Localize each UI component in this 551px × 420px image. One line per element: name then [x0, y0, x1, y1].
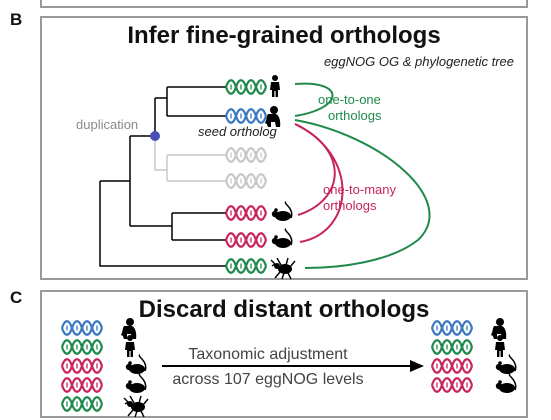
insect-icon [270, 257, 296, 280]
one-to-one-label-line1: one-to-one [318, 92, 381, 107]
mouse-icon [125, 373, 147, 394]
panel-c-letter: C [10, 288, 23, 307]
mouse-icon [125, 354, 147, 375]
panel-b: Infer fine-grained orthologs eggNOG OG &… [40, 16, 528, 280]
tree-branch-root [99, 181, 226, 267]
insect-icon [123, 395, 149, 418]
mouse-icon [495, 373, 517, 394]
dna-magenta-icon [60, 377, 104, 393]
one-to-one-arcs [294, 82, 431, 269]
dna-green-icon [60, 339, 104, 355]
seed-ortholog-label: seed ortholog [198, 124, 278, 139]
one-to-many-label-line2: orthologs [323, 198, 377, 213]
phylogenetic-tree [99, 86, 226, 267]
panel-c: Discard distant orthologs [40, 290, 528, 418]
dna-magenta-icon [224, 205, 268, 221]
human-icon [270, 75, 280, 97]
dna-magenta-icon [60, 358, 104, 374]
previous-panel-frame [40, 0, 528, 8]
tree-branch-primate-clade [166, 86, 226, 117]
tree-branch-duplication [154, 97, 167, 136]
mouse-icon [271, 201, 293, 222]
adjustment-arrowhead [410, 360, 424, 372]
panel-c-title: Discard distant orthologs [138, 296, 430, 323]
tree-branch-mouse-clade [171, 212, 226, 241]
arrow-label-line2: across 107 eggNOG levels [172, 371, 363, 388]
one-to-one-label-line2: orthologs [328, 108, 382, 123]
dna-magenta-icon [430, 358, 474, 374]
dna-magenta-icon [224, 232, 268, 248]
dna-blue-icon [430, 320, 474, 336]
dna-green-icon [430, 339, 474, 355]
duplication-node [150, 131, 160, 141]
duplication-label: duplication [76, 117, 138, 132]
tree-branch-lost-paralog [154, 136, 226, 182]
dna-magenta-icon [430, 377, 474, 393]
dna-grey-icon [224, 173, 268, 189]
panel-b-subtitle: eggNOG OG & phylogenetic tree [323, 54, 514, 69]
one-to-many-arcs [294, 123, 344, 243]
dna-blue-icon [60, 320, 104, 336]
dna-green-icon [224, 79, 268, 95]
arrow-label-line1: Taxonomic adjustment [188, 346, 348, 363]
dna-blue-icon [224, 108, 268, 124]
mouse-icon [271, 228, 293, 249]
dna-grey-icon [224, 147, 268, 163]
dna-green-icon [224, 258, 268, 274]
panel-b-title: Infer fine-grained orthologs [127, 22, 441, 49]
one-to-many-label-line1: one-to-many [323, 182, 396, 197]
tree-branch-main [129, 135, 172, 227]
mouse-icon [495, 354, 517, 375]
panel-b-letter: B [10, 10, 23, 29]
dna-green-icon [60, 396, 104, 412]
